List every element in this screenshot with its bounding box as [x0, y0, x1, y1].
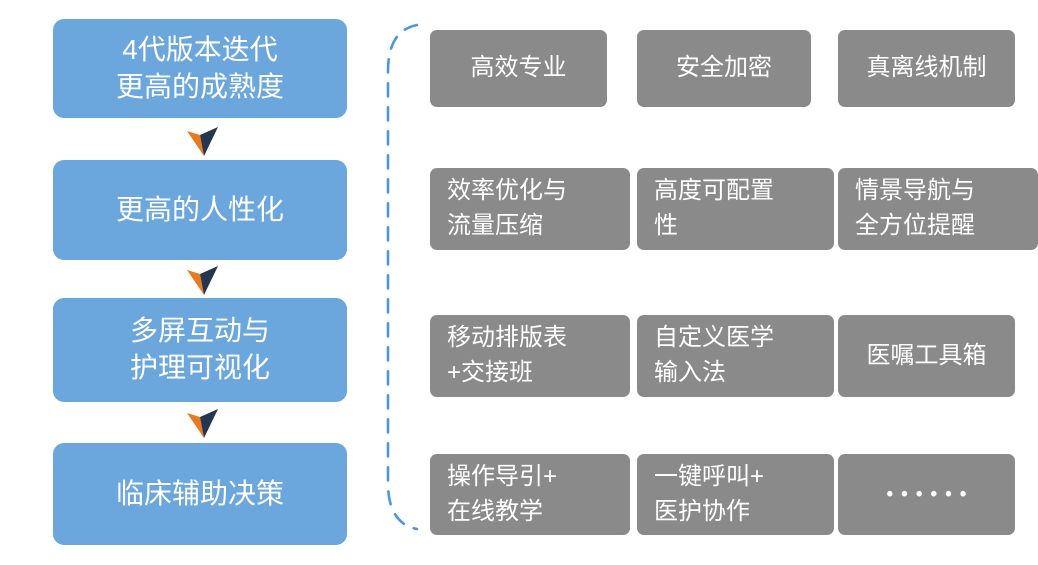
flow-step-1-label: 4代版本迭代 更高的成熟度: [115, 33, 284, 102]
feature-cell: 安全加密: [637, 30, 811, 107]
feature-cell: 自定义医学 输入法: [637, 315, 834, 397]
feature-cell-label: 高效专业: [470, 54, 567, 82]
flow-step-1: 4代版本迭代 更高的成熟度: [53, 19, 347, 118]
feature-cell: 情景导航与 全方位提醒: [838, 168, 1038, 250]
down-arrow-icon: [187, 409, 218, 438]
flow-step-3-label: 多屏互动与 护理可视化: [129, 315, 270, 383]
feature-cell-label: 安全加密: [676, 54, 772, 82]
feature-cell-label: 一键呼叫+ 医护协作: [654, 462, 765, 525]
feature-cell-label: 移动排版表 +交接班: [447, 324, 567, 386]
feature-cell-label: 自定义医学 输入法: [654, 324, 774, 386]
feature-cell: 效率优化与 流量压缩: [430, 168, 630, 250]
feature-cell-label: 效率优化与 流量压缩: [447, 177, 567, 239]
flow-step-2: 更高的人性化: [53, 160, 347, 260]
flow-step-3: 多屏互动与 护理可视化: [53, 298, 347, 402]
flow-step-2-label: 更高的人性化: [115, 193, 284, 225]
feature-cell-label: 情景导航与 全方位提醒: [855, 177, 975, 239]
feature-cell-label: 高度可配置 性: [654, 177, 774, 239]
feature-cell: 高度可配置 性: [637, 168, 834, 250]
dashed-bracket-line: [386, 23, 419, 531]
feature-cell: 一键呼叫+ 医护协作: [637, 454, 834, 535]
feature-cell: 高效专业: [430, 30, 607, 107]
down-arrow-icon: [187, 266, 218, 295]
feature-cell: 移动排版表 +交接班: [430, 315, 630, 397]
down-arrow-icon: [187, 127, 218, 156]
feature-cell: 真离线机制: [838, 30, 1015, 107]
feature-cell: 医嘱工具箱: [838, 315, 1015, 397]
flow-step-4-label: 临床辅助决策: [115, 477, 284, 509]
ellipsis-dots-icon: ••••••: [886, 483, 975, 505]
feature-cell-more: ••••••: [838, 454, 1015, 535]
feature-cell-label: 医嘱工具箱: [866, 341, 987, 369]
feature-cell-label: 操作导引+ 在线教学: [447, 462, 558, 525]
feature-cell-label: 真离线机制: [866, 54, 987, 82]
feature-cell: 操作导引+ 在线教学: [430, 454, 630, 535]
flow-step-4: 临床辅助决策: [53, 443, 347, 545]
